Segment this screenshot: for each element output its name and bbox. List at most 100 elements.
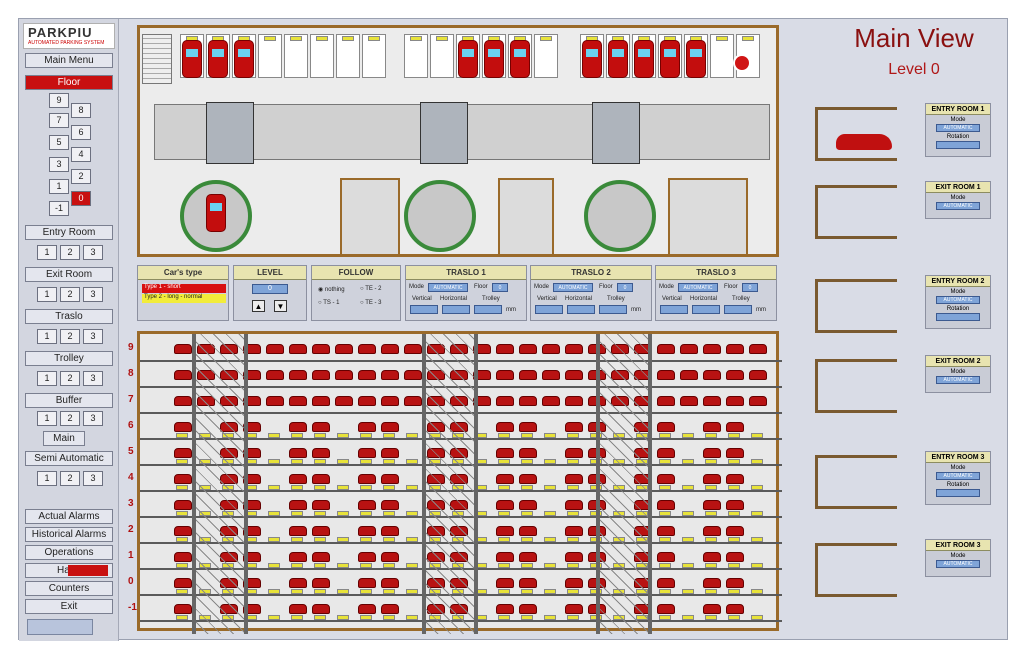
exit-button[interactable]: Exit [25, 599, 113, 614]
entry-room-3-turntable[interactable] [584, 180, 656, 252]
number-button-1[interactable]: 1 [37, 329, 57, 344]
slot-id-tag [544, 615, 556, 620]
traslo-button[interactable]: Traslo [25, 309, 113, 324]
left-navigation-panel: PARKPIU AUTOMATED PARKING SYSTEM Main Me… [19, 19, 119, 641]
car-icon [381, 448, 399, 458]
floor-select-7[interactable]: 7 [49, 113, 69, 128]
slot-id-tag [544, 563, 556, 568]
number-button-3[interactable]: 3 [83, 411, 103, 426]
car-icon [657, 448, 675, 458]
slot-id-tag [268, 485, 280, 490]
number-button-1[interactable]: 1 [37, 371, 57, 386]
floor-select-5[interactable]: 5 [49, 135, 69, 150]
floor-label-3: 3 [128, 498, 134, 509]
follow-te3-option[interactable]: ○ TE - 3 [360, 300, 382, 306]
floor-select-1[interactable]: 1 [49, 179, 69, 194]
number-button-1[interactable]: 1 [37, 287, 57, 302]
number-button-3[interactable]: 3 [83, 329, 103, 344]
traslo-1-shuttle[interactable] [206, 102, 254, 164]
car-icon [749, 370, 767, 380]
slot-id-tag [406, 563, 418, 568]
parked-car [208, 40, 228, 78]
slot-id-tag [383, 511, 395, 516]
floor-select-8[interactable]: 8 [71, 103, 91, 118]
number-button-1[interactable]: 1 [37, 411, 57, 426]
follow-ts1-option[interactable]: ○ TS - 1 [318, 300, 340, 306]
car-icon [266, 344, 284, 354]
number-button-2[interactable]: 2 [60, 245, 80, 260]
bay-id-tag [342, 36, 354, 41]
number-button-3[interactable]: 3 [83, 371, 103, 386]
main-button[interactable]: Main [43, 431, 85, 446]
number-button-3[interactable]: 3 [83, 287, 103, 302]
floor-select-2[interactable]: 2 [71, 169, 91, 184]
mode-value: AUTOMATIC [936, 472, 980, 480]
car-icon [749, 344, 767, 354]
slot-id-tag [383, 485, 395, 490]
traslo-3-tower[interactable] [596, 334, 652, 634]
floor-select--1[interactable]: -1 [49, 201, 69, 216]
slot-id-tag [567, 615, 579, 620]
car-icon [726, 344, 744, 354]
traslo-2-tower[interactable] [422, 334, 478, 634]
semi-automatic-button[interactable]: Semi Automatic [25, 451, 113, 466]
slot-id-tag [383, 459, 395, 464]
number-button-1[interactable]: 1 [37, 245, 57, 260]
hand-button[interactable]: Hand [25, 563, 113, 578]
slot-id-tag [176, 433, 188, 438]
slot-id-tag [682, 615, 694, 620]
floor-select-4[interactable]: 4 [71, 147, 91, 162]
buffer-button[interactable]: Buffer [25, 393, 113, 408]
number-button-2[interactable]: 2 [60, 329, 80, 344]
floor-select-3[interactable]: 3 [49, 157, 69, 172]
floor-select-9[interactable]: 9 [49, 93, 69, 108]
operations-button[interactable]: Operations [25, 545, 113, 560]
counters-button[interactable]: Counters [25, 581, 113, 596]
number-button-3[interactable]: 3 [83, 471, 103, 486]
horizontal-label: Horizontal [440, 296, 468, 302]
level-down-button[interactable]: ▼ [274, 300, 287, 312]
trolley-button[interactable]: Trolley [25, 351, 113, 366]
vertical-value [535, 305, 563, 314]
level-up-button[interactable]: ▲ [252, 300, 265, 312]
follow-nothing-option[interactable]: ◉ nothing [318, 286, 345, 293]
car-icon [496, 396, 514, 406]
car-icon [358, 344, 376, 354]
horizontal-label: Horizontal [690, 296, 718, 302]
traslo-2-shuttle[interactable] [420, 102, 468, 164]
car-icon [358, 604, 376, 614]
car-icon [726, 396, 744, 406]
actual-alarms-button[interactable]: Actual Alarms [25, 509, 113, 524]
traslo-1-tower[interactable] [192, 334, 248, 634]
floor-select-0[interactable]: 0 [71, 191, 91, 206]
trolley-label: Trolley [607, 296, 625, 302]
slot-id-tag [337, 459, 349, 464]
exit-room-button[interactable]: Exit Room [25, 267, 113, 282]
slot-id-tag [659, 563, 671, 568]
number-button-1[interactable]: 1 [37, 471, 57, 486]
number-button-2[interactable]: 2 [60, 371, 80, 386]
entry-room-1-turntable[interactable] [180, 180, 252, 252]
floor-label--1: -1 [128, 602, 137, 613]
number-button-3[interactable]: 3 [83, 245, 103, 260]
number-button-2[interactable]: 2 [60, 411, 80, 426]
entry-room-button[interactable]: Entry Room [25, 225, 113, 240]
rotation-value [936, 141, 980, 149]
traslo-3-shuttle[interactable] [592, 102, 640, 164]
number-button-2[interactable]: 2 [60, 471, 80, 486]
slot-id-tag [314, 511, 326, 516]
main-menu-button[interactable]: Main Menu [25, 53, 113, 68]
slot-id-tag [544, 485, 556, 490]
number-button-2[interactable]: 2 [60, 287, 80, 302]
cars-type-row-1[interactable]: Type 1 - short [142, 284, 226, 293]
slot-id-tag [176, 459, 188, 464]
entry-room-2-turntable[interactable] [404, 180, 476, 252]
floor-select-6[interactable]: 6 [71, 125, 91, 140]
historical-alarms-button[interactable]: Historical Alarms [25, 527, 113, 542]
cars-type-row-2[interactable]: Type 2 - long - normal [142, 294, 226, 303]
car-icon [657, 396, 675, 406]
follow-te2-option[interactable]: ○ TE - 2 [360, 286, 382, 292]
floor-button[interactable]: Floor [25, 75, 113, 90]
